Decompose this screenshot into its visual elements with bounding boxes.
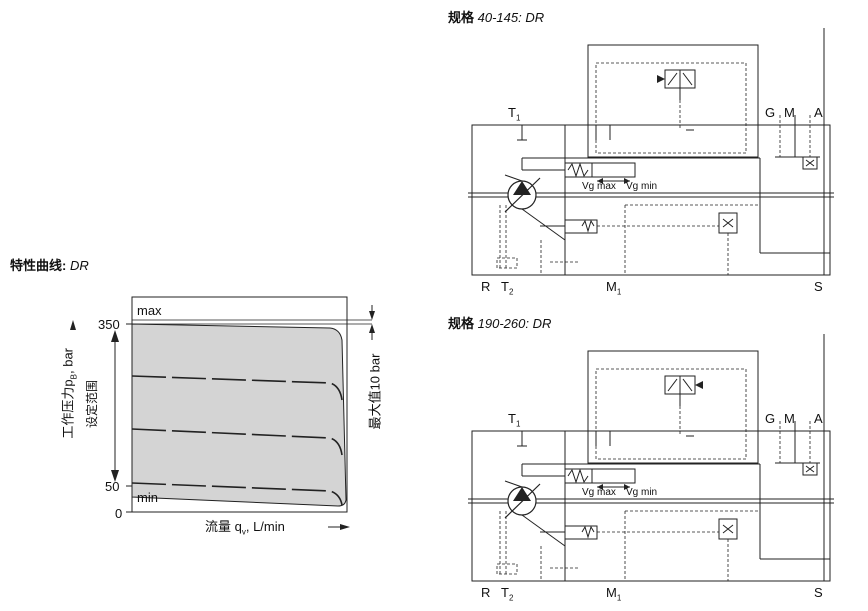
- port-r: R: [481, 586, 490, 599]
- port-a-text: A: [814, 411, 823, 426]
- port-t1: T1: [508, 106, 520, 123]
- x-axis-label: 流量 qv, L/min: [205, 520, 285, 537]
- chart-heading-italic: DR: [69, 258, 89, 273]
- port-g: G: [765, 106, 775, 119]
- dashed-curve-3: [131, 482, 343, 506]
- x-axis-label-unit: , L/min: [245, 519, 285, 534]
- port-m: M: [784, 106, 795, 119]
- port-t2-text: T: [501, 279, 509, 294]
- tick-0: 0: [115, 506, 123, 521]
- tick-50: 50: [105, 479, 120, 494]
- schematic-heading-prefix: 规格: [448, 316, 475, 331]
- port-a: A: [814, 106, 823, 119]
- port-m1-text: M: [606, 585, 617, 600]
- port-g-text: G: [765, 411, 776, 426]
- port-m1-sub: 1: [616, 593, 622, 603]
- vg-min-label: Vg min: [626, 487, 658, 498]
- port-a-text: A: [814, 105, 823, 120]
- port-m1: M1: [606, 586, 621, 603]
- port-m1-sub: 1: [616, 287, 622, 297]
- port-m-text: M: [784, 411, 795, 426]
- max-label: max: [137, 303, 162, 318]
- schematic-heading: 规格 190-260: DR: [448, 317, 551, 330]
- port-t1-text: T: [508, 411, 516, 426]
- schematic-heading-prefix: 规格: [448, 10, 475, 25]
- vg-min-label: Vg min: [626, 181, 658, 192]
- min-label: min: [137, 490, 158, 505]
- port-t1-text: T: [508, 105, 516, 120]
- port-m-text: M: [784, 105, 795, 120]
- port-s-text: S: [814, 585, 823, 600]
- schematic-heading: 规格 40-145: DR: [448, 11, 544, 24]
- port-t1: T1: [508, 412, 520, 429]
- port-s-text: S: [814, 279, 823, 294]
- port-s: S: [814, 586, 823, 599]
- chart-heading-prefix: 特性曲线:: [10, 258, 67, 273]
- port-t2-sub: 2: [508, 593, 514, 603]
- x-axis-label-text: 流量 q: [205, 519, 242, 534]
- port-m: M: [784, 412, 795, 425]
- port-t2: T2: [501, 586, 513, 603]
- tick-350: 350: [98, 317, 120, 332]
- port-t1-sub: 1: [515, 419, 521, 429]
- port-r: R: [481, 280, 490, 293]
- dashed-curve-2: [131, 428, 343, 456]
- port-t2-text: T: [501, 585, 509, 600]
- port-r-text: R: [481, 585, 491, 600]
- dashed-curve-1: [131, 375, 343, 401]
- port-g: G: [765, 412, 775, 425]
- port-t2-sub: 2: [508, 287, 514, 297]
- port-m1: M1: [606, 280, 621, 297]
- port-t1-sub: 1: [515, 113, 521, 123]
- chart-heading: 特性曲线: DR: [10, 259, 89, 272]
- port-g-text: G: [765, 105, 776, 120]
- port-r-text: R: [481, 279, 491, 294]
- schematic-heading-italic: 190-260: DR: [477, 316, 552, 331]
- port-t2: T2: [501, 280, 513, 297]
- port-m1-text: M: [606, 279, 617, 294]
- vg-max-label: Vg max: [582, 181, 616, 192]
- schematic-lines: [468, 334, 834, 582]
- x-axis-label-sub: v: [241, 527, 246, 537]
- setting-range-area: [131, 323, 347, 507]
- port-a: A: [814, 412, 823, 425]
- vg-max-label: Vg max: [582, 487, 616, 498]
- schematic-heading-italic: 40-145: DR: [477, 10, 545, 25]
- schematic-lines: [468, 28, 834, 276]
- port-s: S: [814, 280, 823, 293]
